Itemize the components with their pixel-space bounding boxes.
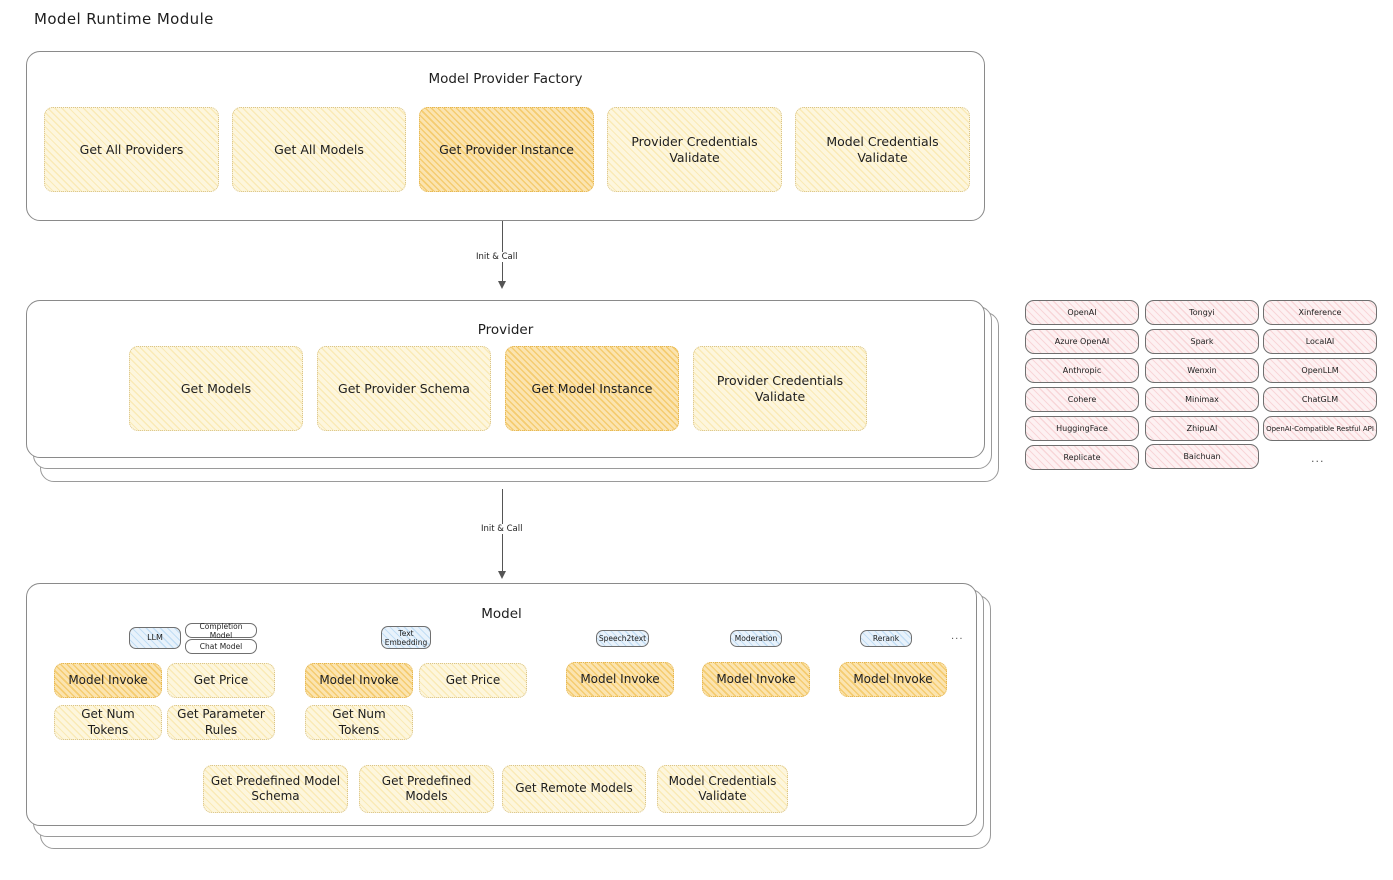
model-common-get-remote-models[interactable]: Get Remote Models (502, 765, 646, 813)
model-card: Model (26, 583, 977, 826)
factory-box-provider-credentials-validate[interactable]: Provider Credentials Validate (607, 107, 782, 192)
text-embedding-method-get-price[interactable]: Get Price (419, 663, 527, 698)
arrow-provider-to-model-label: Init & Call (478, 524, 526, 534)
provider-box-provider-credentials-validate[interactable]: Provider Credentials Validate (693, 346, 867, 431)
factory-box-model-credentials-validate[interactable]: Model Credentials Validate (795, 107, 970, 192)
model-common-get-predefined-models[interactable]: Get Predefined Models (359, 765, 494, 813)
rerank-method-model-invoke[interactable]: Model Invoke (839, 662, 947, 697)
provider-pill-localai[interactable]: LocalAI (1263, 329, 1377, 354)
arrow-factory-to-provider-head (498, 281, 506, 289)
model-types-more-ellipsis: ... (951, 631, 964, 642)
provider-box-get-model-instance[interactable]: Get Model Instance (505, 346, 679, 431)
speech2text-method-model-invoke[interactable]: Model Invoke (566, 662, 674, 697)
moderation-method-model-invoke[interactable]: Model Invoke (702, 662, 810, 697)
llm-method-get-price[interactable]: Get Price (167, 663, 275, 698)
model-type-tag-text-embedding[interactable]: Text Embedding (381, 626, 431, 649)
provider-pill-tongyi[interactable]: Tongyi (1145, 300, 1259, 325)
provider-pill-huggingface[interactable]: HuggingFace (1025, 416, 1139, 441)
text-embedding-method-model-invoke[interactable]: Model Invoke (305, 663, 413, 698)
factory-box-get-provider-instance[interactable]: Get Provider Instance (419, 107, 594, 192)
model-subtag-completion-model[interactable]: Completion Model (185, 622, 257, 640)
model-title: Model (481, 606, 522, 622)
provider-pill-cohere[interactable]: Cohere (1025, 387, 1139, 412)
provider-pill-openllm[interactable]: OpenLLM (1263, 358, 1377, 383)
provider-pill-openai[interactable]: OpenAI (1025, 300, 1139, 325)
provider-title: Provider (477, 322, 534, 338)
provider-pill-replicate[interactable]: Replicate (1025, 445, 1139, 470)
model-type-tag-speech2text[interactable]: Speech2text (596, 630, 649, 647)
llm-method-get-num-tokens[interactable]: Get Num Tokens (54, 705, 162, 740)
provider-pill-anthropic[interactable]: Anthropic (1025, 358, 1139, 383)
model-type-tag-llm[interactable]: LLM (129, 627, 181, 649)
page-title: Model Runtime Module (34, 10, 214, 28)
model-common-get-predefined-model-schema[interactable]: Get Predefined Model Schema (203, 765, 348, 813)
model-type-tag-moderation[interactable]: Moderation (730, 630, 782, 647)
arrow-provider-to-model-head (498, 571, 506, 579)
provider-pill-xinference[interactable]: Xinference (1263, 300, 1377, 325)
provider-box-get-provider-schema[interactable]: Get Provider Schema (317, 346, 491, 431)
provider-pill-chatglm[interactable]: ChatGLM (1263, 387, 1377, 412)
provider-box-get-models[interactable]: Get Models (129, 346, 303, 431)
factory-box-get-all-models[interactable]: Get All Models (232, 107, 406, 192)
factory-box-get-all-providers[interactable]: Get All Providers (44, 107, 219, 192)
llm-method-model-invoke[interactable]: Model Invoke (54, 663, 162, 698)
model-type-tag-rerank[interactable]: Rerank (860, 630, 912, 647)
provider-pill-baichuan[interactable]: Baichuan (1145, 444, 1259, 469)
text-embedding-method-get-num-tokens[interactable]: Get Num Tokens (305, 705, 413, 740)
model-subtag-chat-model[interactable]: Chat Model (185, 639, 257, 654)
provider-pill-azure-openai[interactable]: Azure OpenAI (1025, 329, 1139, 354)
llm-method-get-parameter-rules[interactable]: Get Parameter Rules (167, 705, 275, 740)
provider-pill-openai-compatible-restful-api[interactable]: OpenAI-Compatible Restful API (1263, 416, 1377, 441)
arrow-factory-to-provider-label: Init & Call (473, 252, 521, 262)
provider-pill-minimax[interactable]: Minimax (1145, 387, 1259, 412)
model-common-model-credentials-validate[interactable]: Model Credentials Validate (657, 765, 788, 813)
model-provider-factory-title: Model Provider Factory (428, 71, 583, 87)
provider-pill-zhipuai[interactable]: ZhipuAI (1145, 416, 1259, 441)
provider-list-more-ellipsis: ... (1311, 452, 1325, 465)
provider-pill-spark[interactable]: Spark (1145, 329, 1259, 354)
provider-pill-wenxin[interactable]: Wenxin (1145, 358, 1259, 383)
